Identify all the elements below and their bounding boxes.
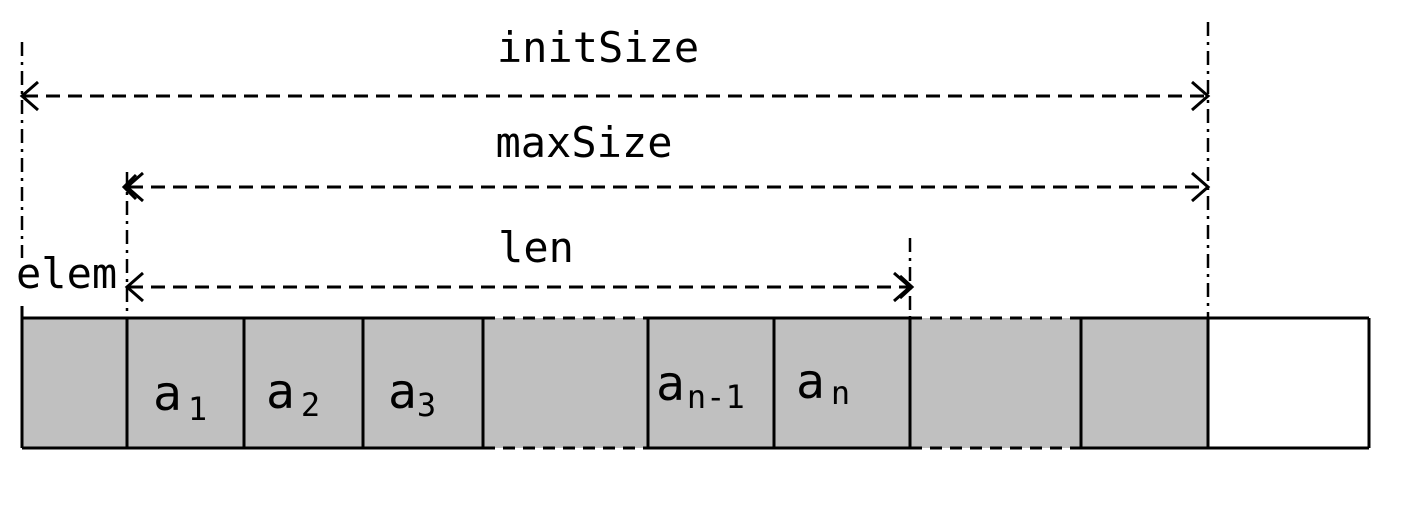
elem-label: elem [16,249,117,298]
cell-3-background [363,318,483,448]
init-size-label: initSize [497,23,699,72]
cell-n-1-background [648,318,774,448]
cell-a3-label: a3 [388,364,436,424]
cell-gap-right-background [910,318,1081,448]
max-size-label: maxSize [495,118,672,167]
cell-empty-background [1208,318,1369,448]
cell-an-1-label: an-1 [656,356,745,416]
cell-0-background [22,318,127,448]
cell-borders [20,306,1371,450]
init-size-dimension [19,80,1211,112]
elided-segment-borders [483,316,1081,450]
cell-n-background [774,318,910,448]
max-size-dimension [121,171,1211,203]
cell-gap-left-background [483,318,648,448]
cell-2-background [244,318,363,448]
extension-lines [20,22,1210,318]
len-dimension [124,271,915,303]
cell-1-background [127,318,244,448]
len-label: len [498,223,574,272]
cell-last-filled-background [1081,318,1208,448]
